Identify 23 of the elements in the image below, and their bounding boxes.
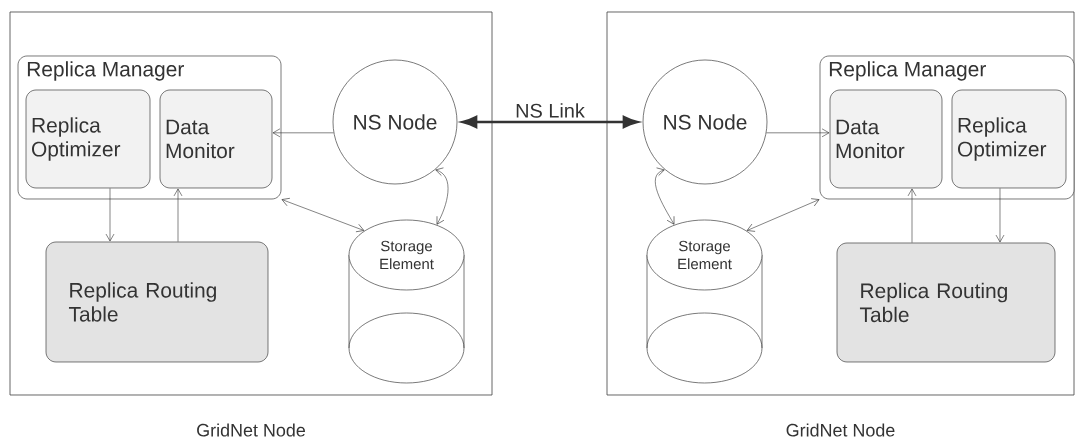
storage-cylinder: Storage Element (348, 219, 465, 384)
table-box: Replica Routing Table (45, 241, 269, 363)
component-box: Data Monitor (829, 89, 943, 189)
table-box: Replica Routing Table (836, 242, 1056, 363)
storage-cylinder: Storage Element (646, 219, 763, 384)
arrow (105, 188, 115, 242)
arrow (746, 198, 820, 232)
arrow (435, 167, 449, 225)
group-title: Replica Manager (27, 61, 184, 81)
arrow (766, 128, 830, 138)
arrow (995, 188, 1005, 243)
component-box: Data Monitor (159, 89, 273, 189)
node-label: GridNet Node (197, 423, 305, 437)
arrow (272, 128, 334, 138)
arrow (655, 167, 675, 225)
arrow (907, 188, 917, 243)
arrow (173, 188, 183, 242)
arrow (281, 198, 365, 233)
node-label: GridNet Node (786, 423, 895, 437)
component-box: Replica Optimizer (951, 89, 1067, 189)
group-title: Replica Manager (829, 61, 986, 81)
edge-label: NS Link (514, 102, 586, 119)
component-box: Replica Optimizer (25, 89, 151, 189)
